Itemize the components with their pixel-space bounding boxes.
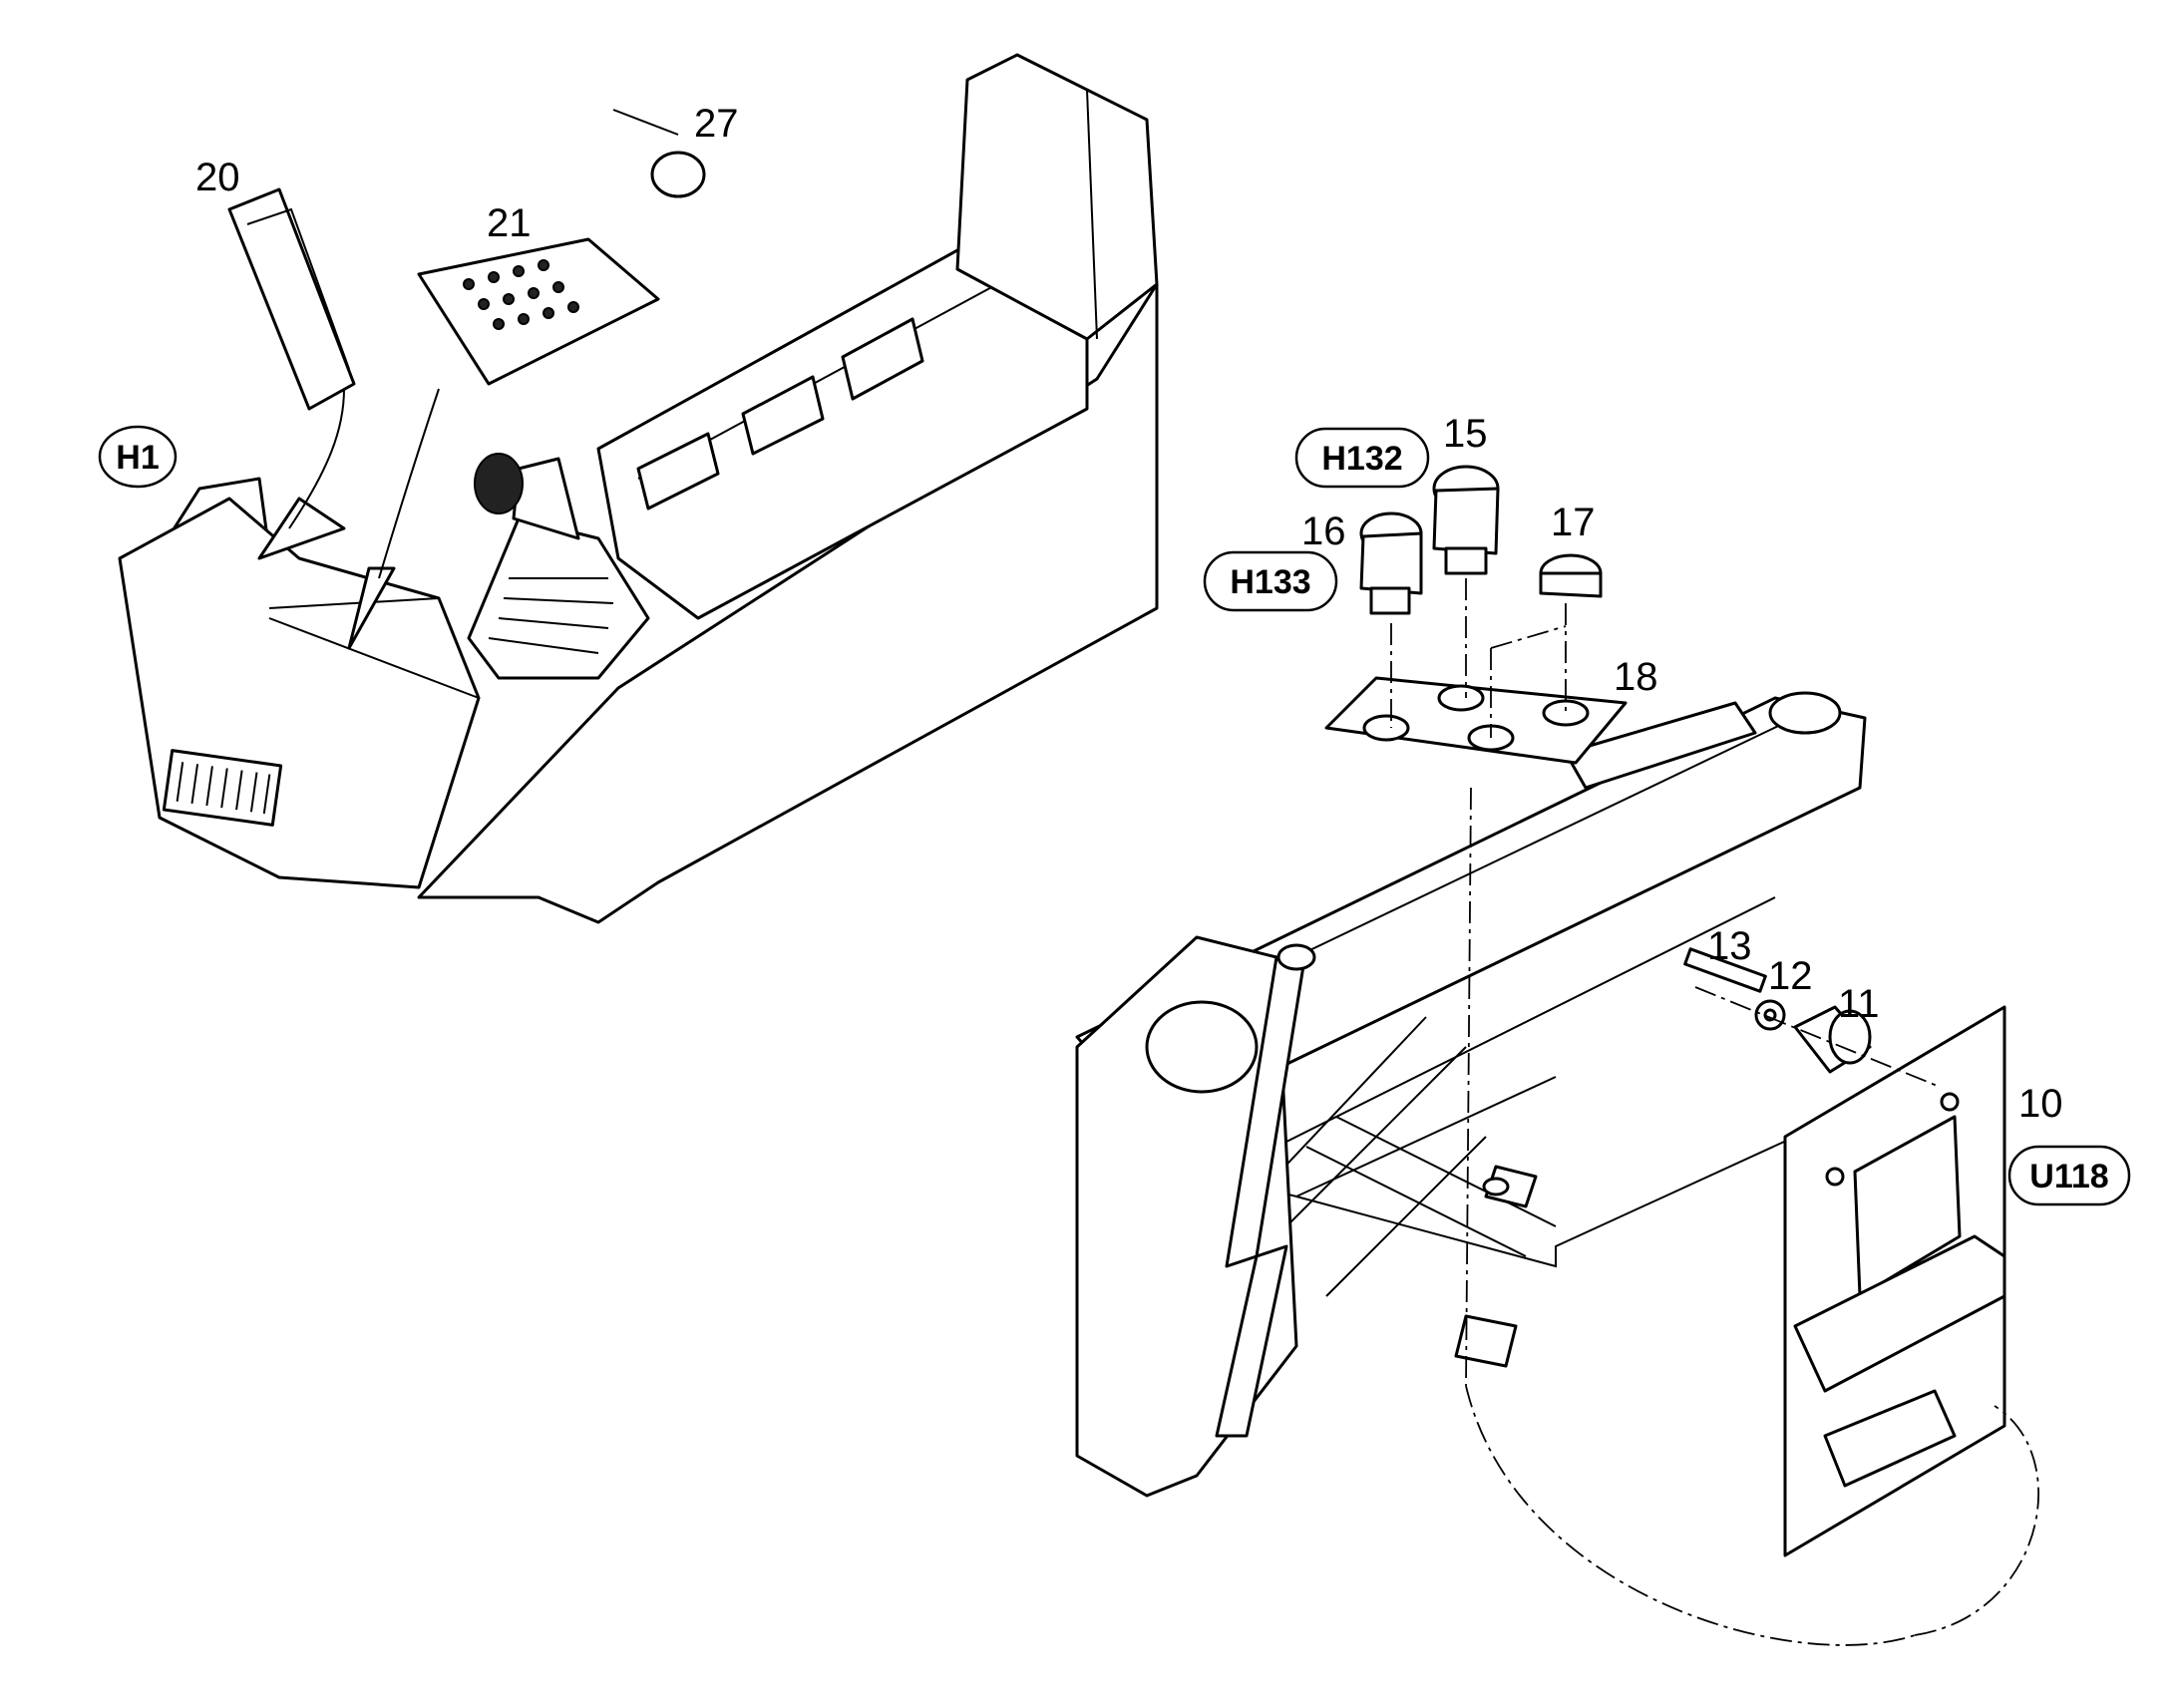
part-number-27: 27 xyxy=(694,102,739,146)
part-number-11: 11 xyxy=(1838,982,1880,1026)
part-number-10: 10 xyxy=(2018,1082,2063,1126)
callout-h132-label: H132 xyxy=(1321,440,1402,478)
part-18-plate xyxy=(1324,676,1628,765)
part-number-21: 21 xyxy=(487,201,532,245)
callout-u118-label: U118 xyxy=(2029,1158,2108,1196)
right-frame-assembly xyxy=(1075,691,1867,1498)
part-11-spacer xyxy=(1793,1005,1872,1074)
part-number-15: 15 xyxy=(1443,412,1488,456)
callout-h132: H132 xyxy=(1294,427,1430,489)
part-number-13: 13 xyxy=(1707,924,1752,968)
part-13-bolt xyxy=(1683,947,1767,993)
part-number-20: 20 xyxy=(195,156,240,199)
part-number-12: 12 xyxy=(1768,954,1813,998)
part-number-labels: 20 21 27 15 16 17 18 13 12 11 10 xyxy=(195,102,2063,1126)
part-16-indicator xyxy=(1359,512,1423,615)
part-21-switch-module xyxy=(417,237,660,386)
part-number-16: 16 xyxy=(1301,510,1346,553)
part-17-plug xyxy=(1539,553,1603,598)
part-number-17: 17 xyxy=(1551,501,1596,544)
part-15-indicator xyxy=(1432,465,1500,575)
joystick xyxy=(467,453,650,680)
callout-h1: H1 xyxy=(98,425,178,489)
switch-array xyxy=(463,259,579,330)
part-12-washer xyxy=(1754,999,1786,1031)
callout-h133: H133 xyxy=(1203,550,1338,612)
vent-slats xyxy=(176,762,271,815)
left-console-assembly xyxy=(118,53,1159,924)
callout-u118: U118 xyxy=(2007,1145,2131,1206)
part-number-18: 18 xyxy=(1614,655,1658,699)
part-20-cover xyxy=(227,187,356,411)
dash-dot-lines xyxy=(1390,578,2039,1646)
part-10-board xyxy=(1783,1005,2006,1557)
callout-h1-label: H1 xyxy=(116,439,159,477)
callout-h133-label: H133 xyxy=(1230,563,1310,601)
part-27-cable-tie xyxy=(612,109,706,198)
